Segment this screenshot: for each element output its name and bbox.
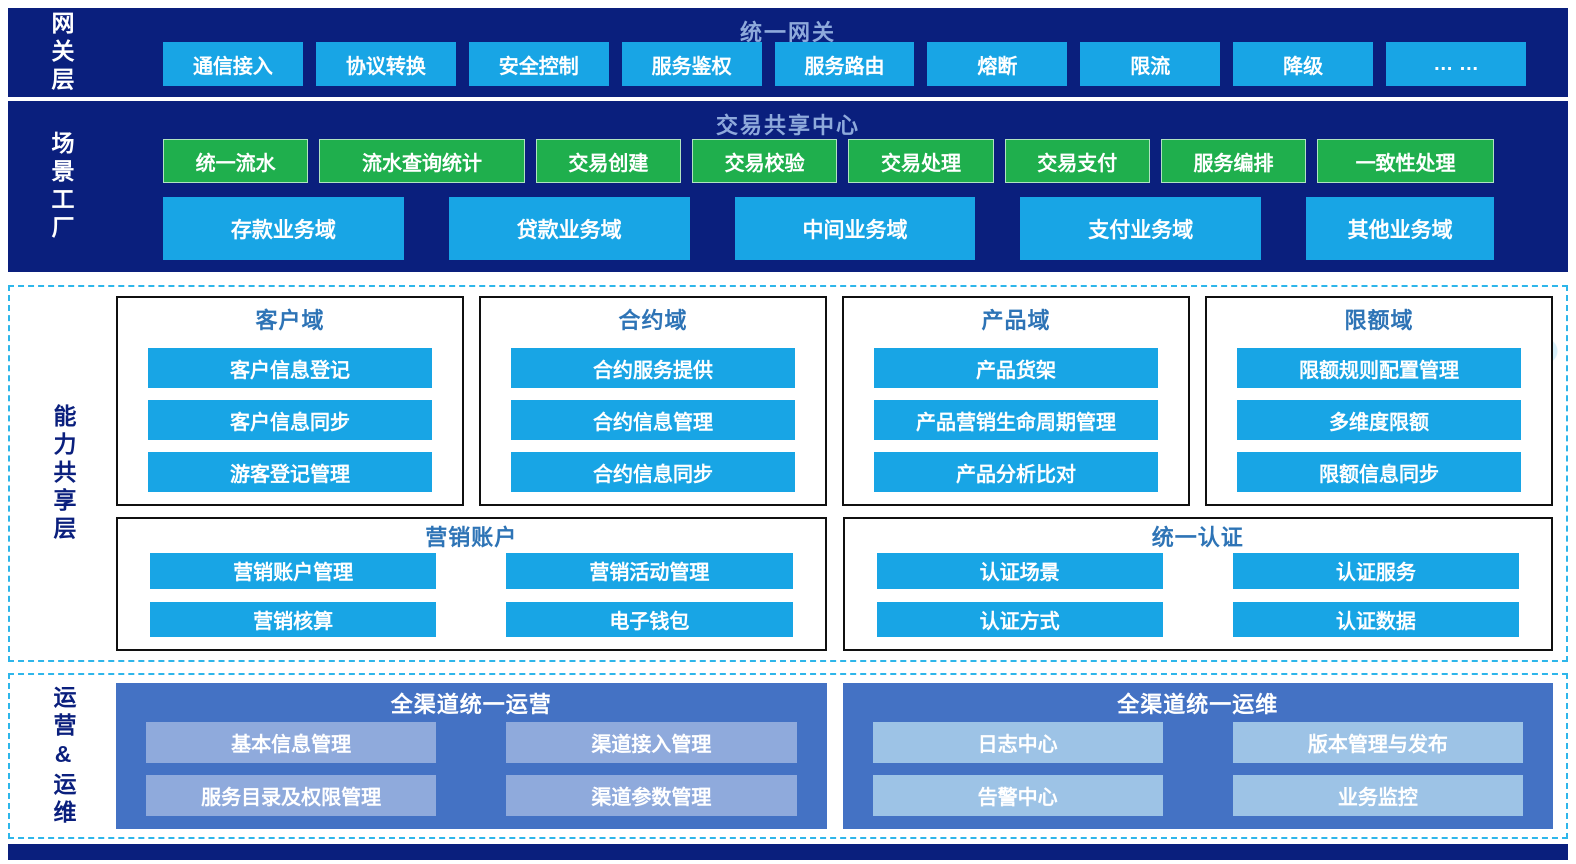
marketing-account-grid: 营销账户管理 营销活动管理 营销核算 电子钱包: [150, 553, 793, 637]
capability-item: 客户信息登记: [148, 348, 432, 388]
trade-service-item: 交易校验: [692, 139, 838, 183]
capability-row-top: 客户域 客户信息登记 客户信息同步 游客登记管理 合约域 合约服务提供 合约信息…: [116, 296, 1553, 506]
ops-item: 基本信息管理: [146, 722, 437, 763]
capability-item: 产品营销生命周期管理: [874, 400, 1158, 440]
group-title: 产品域: [981, 308, 1051, 333]
ops-item: 渠道接入管理: [506, 722, 797, 763]
operations-layer-label: 运营&运维: [10, 683, 116, 829]
operations-layer-label-text: 运营&运维: [50, 684, 76, 828]
group-title: 客户域: [255, 308, 325, 333]
capability-item: 限额规则配置管理: [1237, 348, 1521, 388]
trade-service-item: 交易创建: [535, 139, 682, 183]
group-box-product-domain: 产品域 产品货架 产品营销生命周期管理 产品分析比对: [842, 296, 1190, 506]
trade-service-item: 交易处理: [848, 139, 994, 183]
capability-layer-label-text: 能力共享层: [50, 403, 76, 544]
capability-item: 营销核算: [150, 601, 437, 637]
gateway-item: 协议转换: [315, 42, 456, 86]
gateway-items-row: 通信接入 协议转换 安全控制 服务鉴权 服务路由 熔断 限流 降级 … …: [163, 42, 1527, 86]
scenario-factory-layer: 场景工厂 交易共享中心 统一流水 流水查询统计 交易创建 交易校验 交易处理 交…: [8, 101, 1568, 272]
capability-item: 营销账户管理: [150, 553, 437, 589]
footer-strip: [8, 844, 1568, 860]
gateway-item: 降级: [1233, 42, 1374, 86]
gateway-item: 服务鉴权: [621, 42, 762, 86]
ops-box-unified-operation: 全渠道统一运营 基本信息管理 渠道接入管理 服务目录及权限管理 渠道参数管理: [116, 683, 827, 829]
capability-item: 产品分析比对: [874, 452, 1158, 492]
business-domain-item: 中间业务域: [734, 197, 976, 260]
gateway-item: 安全控制: [468, 42, 609, 86]
capability-item: 合约信息管理: [511, 400, 795, 440]
gateway-title: 统一网关: [739, 20, 836, 45]
capability-item: 游客登记管理: [148, 452, 432, 492]
capability-item: 电子钱包: [506, 601, 793, 637]
ops-box-unified-maintenance: 全渠道统一运维 日志中心 版本管理与发布 告警中心 业务监控: [842, 683, 1553, 829]
gateway-item: 通信接入: [163, 42, 303, 86]
capability-item: 多维度限额: [1237, 400, 1521, 440]
group-box-customer-domain: 客户域 客户信息登记 客户信息同步 游客登记管理: [116, 296, 464, 506]
operations-content: 全渠道统一运营 基本信息管理 渠道接入管理 服务目录及权限管理 渠道参数管理 全…: [116, 683, 1553, 829]
ops-item: 业务监控: [1232, 775, 1523, 816]
trade-service-item: 服务编排: [1160, 139, 1307, 183]
gateway-layer-label: 网关层: [8, 8, 114, 97]
capability-row-bottom: 营销账户 营销账户管理 营销活动管理 营销核算 电子钱包 统一认证 认证场景 认…: [116, 517, 1553, 651]
capability-item: 客户信息同步: [148, 400, 432, 440]
operations-layer: 运营&运维 全渠道统一运营 基本信息管理 渠道接入管理 服务目录及权限管理 渠道…: [8, 673, 1568, 839]
gateway-item-more: … …: [1386, 42, 1527, 86]
gateway-item: 服务路由: [774, 42, 915, 86]
group-box-contract-domain: 合约域 合约服务提供 合约信息管理 合约信息同步: [479, 296, 827, 506]
capability-item: 营销活动管理: [506, 553, 793, 589]
capability-item: 认证数据: [1232, 601, 1519, 637]
capability-content: 客户域 客户信息登记 客户信息同步 游客登记管理 合约域 合约服务提供 合约信息…: [116, 296, 1553, 651]
group-title: 营销账户: [425, 525, 518, 550]
capability-item: 认证服务: [1232, 553, 1519, 589]
group-title: 统一认证: [1151, 525, 1244, 550]
ops-item: 服务目录及权限管理: [146, 775, 437, 816]
trade-service-item: 一致性处理: [1317, 139, 1494, 183]
gateway-item: 限流: [1080, 42, 1221, 86]
group-title: 限额域: [1344, 308, 1414, 333]
unified-auth-grid: 认证场景 认证服务 认证方式 认证数据: [876, 553, 1519, 637]
trade-service-item: 统一流水: [163, 139, 309, 183]
ops-item: 渠道参数管理: [506, 775, 797, 816]
ops-item: 版本管理与发布: [1232, 722, 1523, 763]
trade-service-item: 流水查询统计: [319, 139, 525, 183]
trade-service-item: 交易支付: [1004, 139, 1150, 183]
business-domain-item: 贷款业务域: [448, 197, 690, 260]
capability-item: 产品货架: [874, 348, 1158, 388]
capability-item: 合约服务提供: [511, 348, 795, 388]
capability-item: 合约信息同步: [511, 452, 795, 492]
capability-item: 认证方式: [876, 601, 1163, 637]
business-domain-item: 其他业务域: [1306, 197, 1494, 260]
group-box-marketing-account: 营销账户 营销账户管理 营销活动管理 营销核算 电子钱包: [116, 517, 827, 651]
trade-share-center-title: 交易共享中心: [715, 113, 860, 138]
gateway-item: 熔断: [927, 42, 1068, 86]
business-domain-item: 支付业务域: [1020, 197, 1262, 260]
unified-maintenance-grid: 日志中心 版本管理与发布 告警中心 业务监控: [872, 722, 1523, 816]
business-domains-row: 存款业务域 贷款业务域 中间业务域 支付业务域 其他业务域: [163, 197, 1494, 260]
group-box-unified-auth: 统一认证 认证场景 认证服务 认证方式 认证数据: [842, 517, 1553, 651]
group-title: 合约域: [618, 308, 688, 333]
gateway-layer: 网关层 统一网关 通信接入 协议转换 安全控制 服务鉴权 服务路由 熔断 限流 …: [8, 8, 1568, 97]
capability-sharing-layer: 能力共享层 客户域 客户信息登记 客户信息同步 游客登记管理 合约域 合约服务提…: [8, 285, 1568, 662]
scenario-factory-label: 场景工厂: [8, 101, 114, 272]
capability-layer-label: 能力共享层: [10, 296, 116, 651]
ops-item: 日志中心: [872, 722, 1163, 763]
ops-box-title: 全渠道统一运营: [390, 692, 552, 717]
unified-operation-grid: 基本信息管理 渠道接入管理 服务目录及权限管理 渠道参数管理: [146, 722, 797, 816]
scenario-factory-label-text: 场景工厂: [48, 130, 74, 243]
gateway-layer-label-text: 网关层: [48, 10, 74, 95]
capability-item: 认证场景: [876, 553, 1163, 589]
group-box-quota-domain: 限额域 限额规则配置管理 多维度限额 限额信息同步: [1205, 296, 1553, 506]
ops-box-title: 全渠道统一运维: [1117, 692, 1279, 717]
ops-item: 告警中心: [872, 775, 1163, 816]
capability-item: 限额信息同步: [1237, 452, 1521, 492]
trade-services-row: 统一流水 流水查询统计 交易创建 交易校验 交易处理 交易支付 服务编排 一致性…: [163, 139, 1494, 183]
business-domain-item: 存款业务域: [163, 197, 404, 260]
